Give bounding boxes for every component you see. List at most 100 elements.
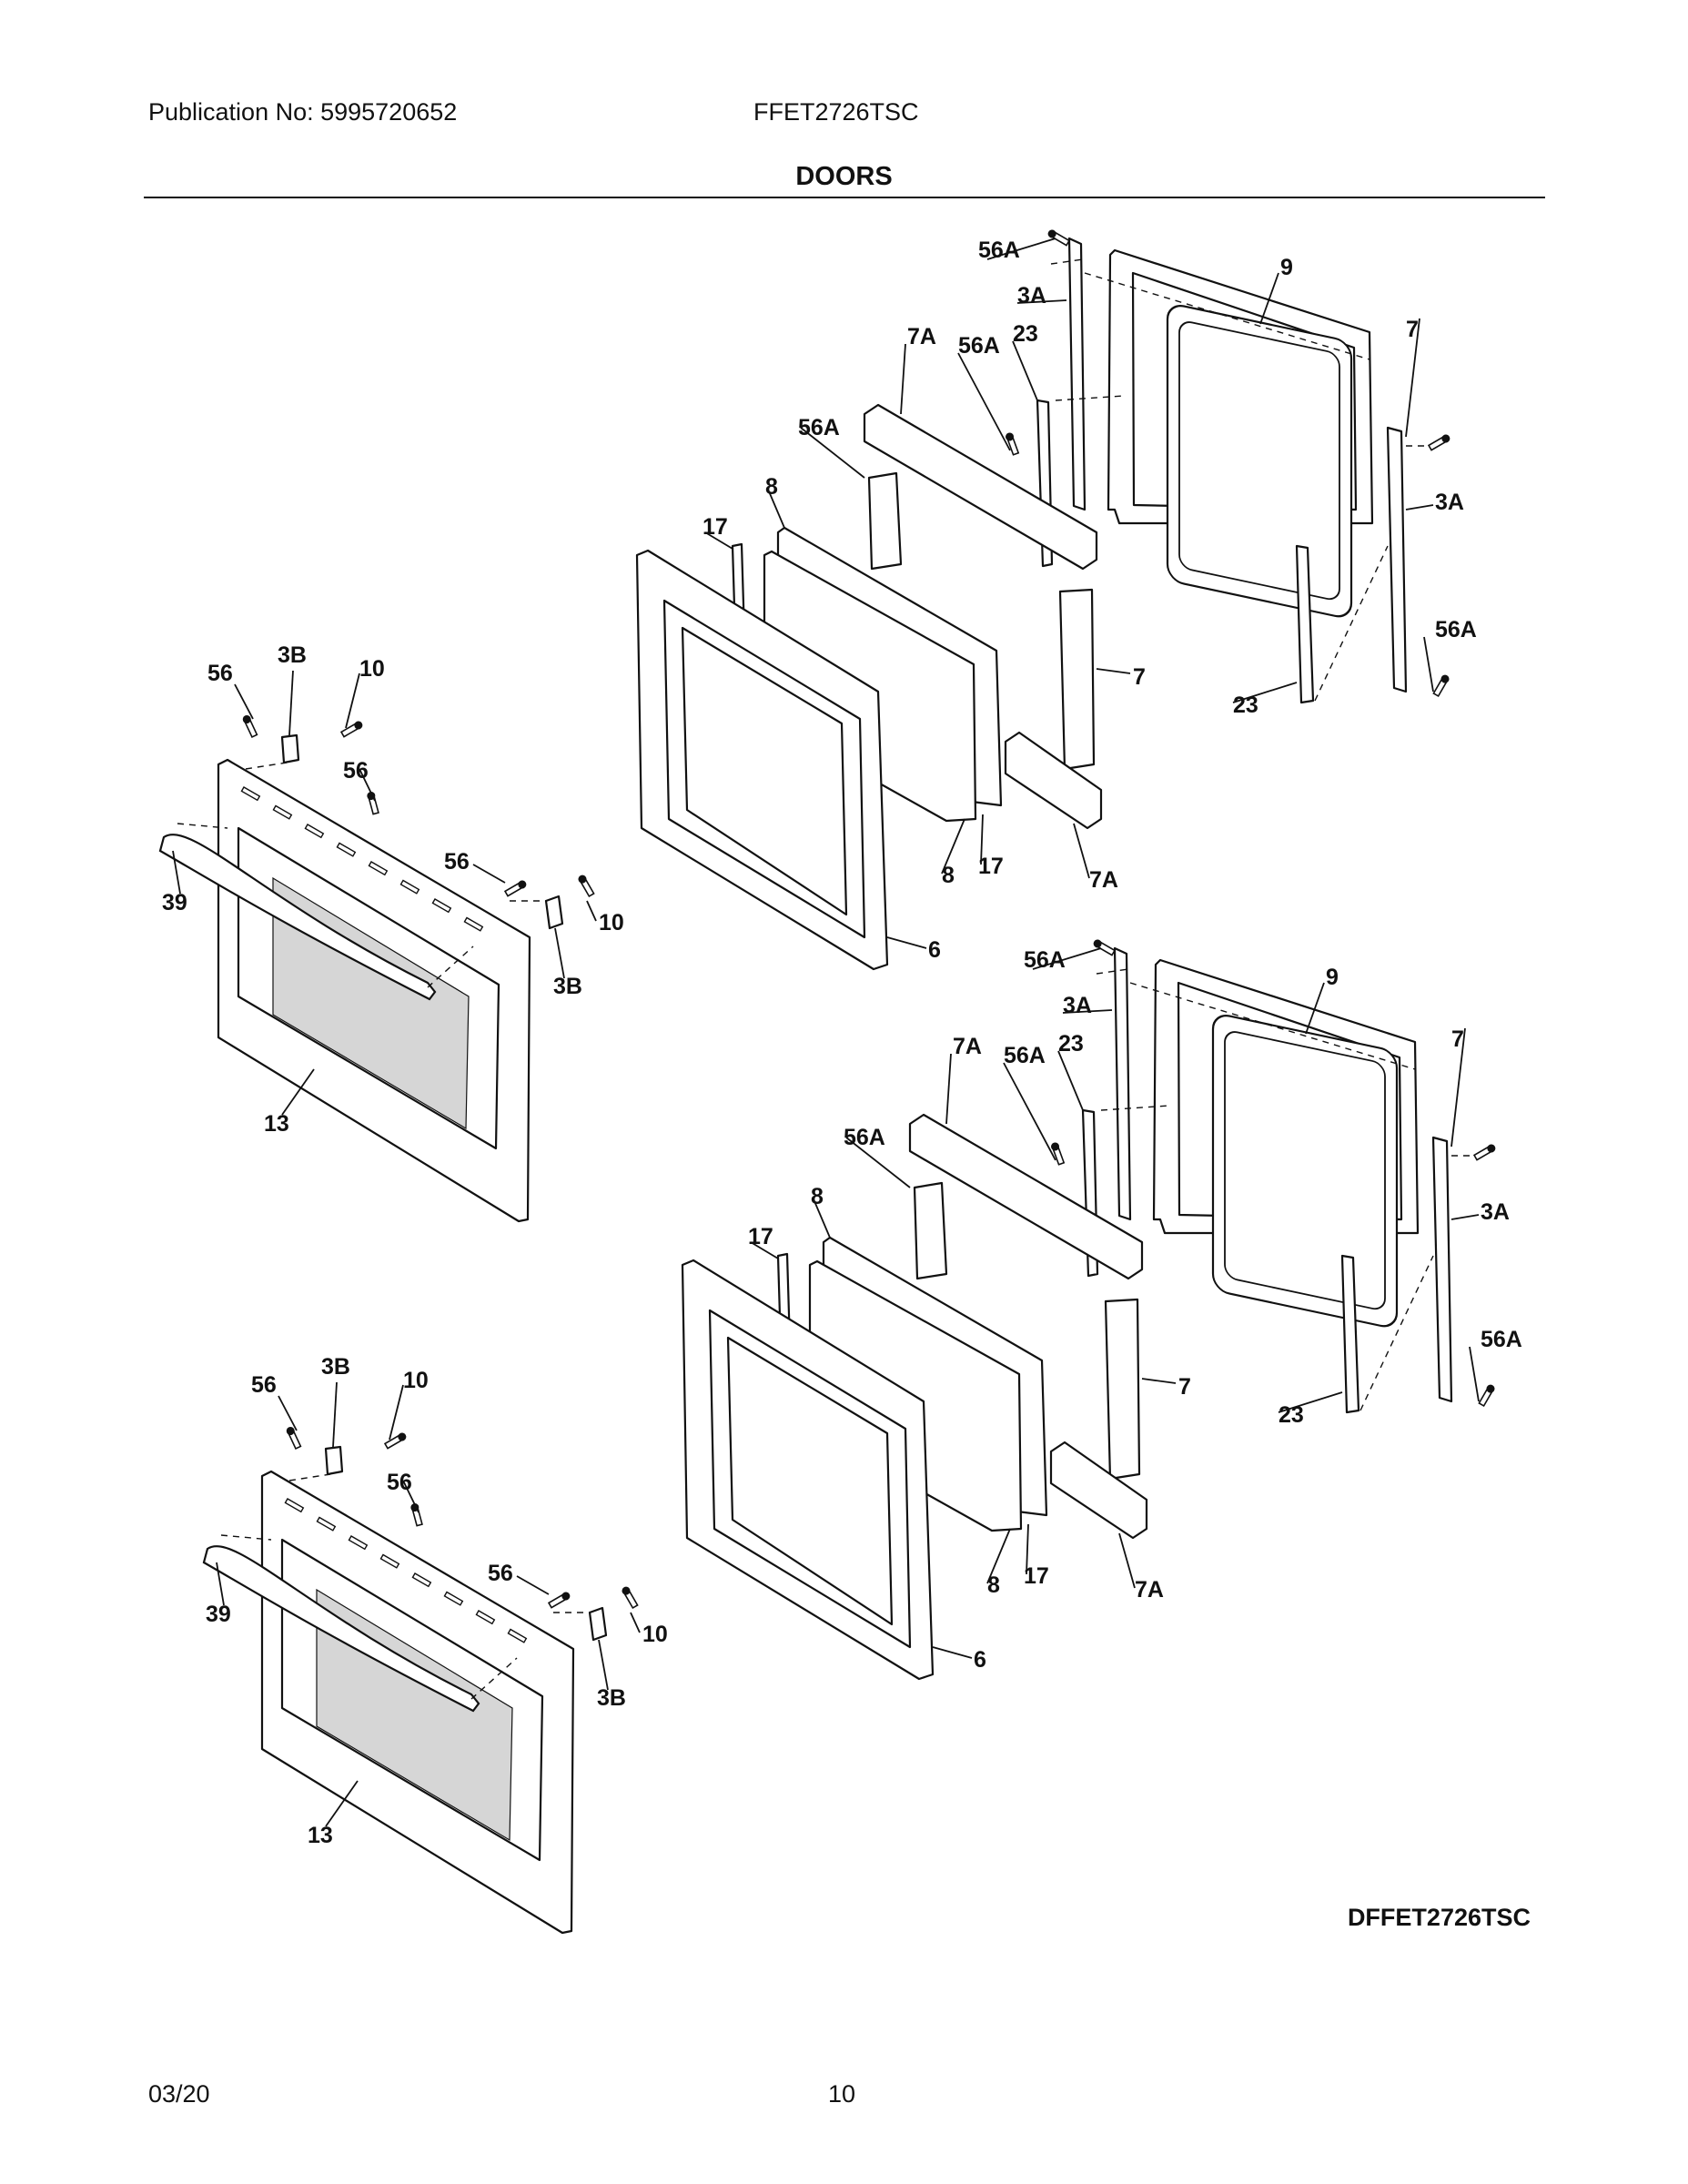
screw bbox=[1427, 434, 1450, 451]
alignment-line bbox=[1084, 272, 1370, 360]
part-label: 3B bbox=[597, 1685, 626, 1711]
leader-line bbox=[1278, 1391, 1343, 1413]
alignment-line bbox=[427, 945, 474, 988]
alignment-line bbox=[1050, 258, 1084, 265]
leader-line bbox=[1469, 1346, 1480, 1402]
screw-head bbox=[1440, 674, 1450, 683]
trim-bracket-left bbox=[324, 1445, 344, 1476]
alignment-line bbox=[245, 762, 288, 770]
alignment-line bbox=[220, 1534, 272, 1541]
leader-line bbox=[1259, 272, 1279, 325]
trim-bracket-left bbox=[280, 733, 300, 764]
alignment-line bbox=[288, 1473, 331, 1481]
part-label: 7 bbox=[1451, 1026, 1464, 1052]
part-label: 56A bbox=[1481, 1327, 1522, 1352]
part-label: 56 bbox=[343, 758, 369, 784]
screw bbox=[503, 880, 527, 897]
hinge-channel-right bbox=[1431, 1136, 1453, 1403]
door-liner bbox=[681, 1259, 935, 1681]
part-label: 10 bbox=[403, 1368, 429, 1393]
screw-head bbox=[518, 880, 527, 889]
inner-window-opening bbox=[1166, 305, 1353, 618]
part-label: 56A bbox=[1024, 947, 1066, 973]
part-label: 10 bbox=[642, 1622, 668, 1647]
screw-head bbox=[1486, 1384, 1495, 1393]
leader-line bbox=[598, 1639, 609, 1691]
vent-slot bbox=[368, 861, 389, 876]
part-label: 6 bbox=[974, 1647, 986, 1673]
screw bbox=[1478, 1384, 1495, 1408]
part-label: 8 bbox=[765, 474, 778, 500]
screw bbox=[383, 1432, 407, 1450]
leader-line bbox=[957, 352, 1011, 451]
hinge-channel-left bbox=[1113, 946, 1132, 1221]
leader-line bbox=[768, 490, 785, 529]
part-label: 17 bbox=[1024, 1563, 1049, 1589]
leader-line bbox=[402, 1480, 419, 1513]
leader-line bbox=[1073, 823, 1090, 879]
screw-head bbox=[1047, 229, 1056, 238]
part-label: 56 bbox=[207, 661, 233, 686]
part-label: 23 bbox=[1013, 321, 1038, 347]
screw-head bbox=[242, 714, 251, 723]
leader-line bbox=[234, 683, 254, 720]
door-liner bbox=[635, 549, 889, 971]
vent-slot bbox=[411, 1572, 432, 1588]
model-number: FFET2726TSC bbox=[753, 98, 919, 126]
leader-line bbox=[281, 1068, 315, 1116]
alignment-line bbox=[1359, 1255, 1434, 1411]
part-label: 17 bbox=[978, 854, 1004, 879]
part-label: 56A bbox=[1435, 617, 1477, 642]
alignment-line bbox=[177, 823, 228, 829]
leader-line bbox=[986, 238, 1056, 260]
leader-line bbox=[1016, 299, 1067, 304]
inner-window-lip bbox=[1178, 321, 1340, 601]
vent-slot bbox=[284, 1498, 305, 1513]
leader-line bbox=[845, 1137, 911, 1188]
door-liner-inner-lip bbox=[681, 626, 848, 916]
part-label: 7 bbox=[1406, 317, 1419, 342]
part-label: 39 bbox=[162, 890, 187, 915]
vent-slot bbox=[336, 842, 357, 857]
leader-line bbox=[941, 818, 965, 875]
part-label: 10 bbox=[599, 910, 624, 935]
screw bbox=[1432, 674, 1450, 698]
alignment-line bbox=[470, 1657, 518, 1700]
inner-window-opening bbox=[1211, 1015, 1399, 1328]
leader-line bbox=[1057, 1050, 1084, 1111]
screw-head bbox=[1006, 432, 1015, 441]
leader-line bbox=[1450, 1027, 1466, 1148]
insulation-block-right bbox=[1058, 588, 1096, 771]
insulation-strip-top bbox=[863, 403, 1098, 571]
leader-line bbox=[325, 1780, 359, 1827]
leader-line bbox=[1405, 318, 1420, 438]
leader-line bbox=[1062, 1009, 1113, 1014]
vent-slot bbox=[304, 824, 325, 839]
door-liner-inner-lip bbox=[726, 1336, 894, 1626]
trim-bracket-right bbox=[544, 895, 564, 930]
screw bbox=[578, 875, 595, 898]
leader-line bbox=[1405, 504, 1434, 511]
leader-line bbox=[945, 1053, 952, 1125]
screw bbox=[286, 1426, 302, 1450]
part-label: 9 bbox=[1326, 965, 1339, 990]
part-label: 7A bbox=[907, 324, 936, 349]
part-label: 3B bbox=[553, 974, 582, 999]
door-handle bbox=[202, 1545, 480, 1713]
diagram-code: DFFET2726TSC bbox=[1347, 1904, 1531, 1931]
insulation-block-left bbox=[913, 1181, 948, 1280]
leader-line bbox=[1118, 1532, 1136, 1589]
hinge-channel-left bbox=[1067, 237, 1087, 511]
screw-head bbox=[1093, 939, 1102, 948]
inner-window-lip bbox=[1224, 1031, 1386, 1310]
vent-slot bbox=[475, 1610, 496, 1625]
leader-line bbox=[630, 1612, 641, 1633]
insulation-block-right bbox=[1104, 1298, 1141, 1481]
leader-line bbox=[1141, 1378, 1177, 1384]
part-label: 7A bbox=[1135, 1577, 1164, 1603]
part-label: 10 bbox=[359, 656, 385, 682]
part-label: 3A bbox=[1063, 993, 1092, 1018]
screw bbox=[242, 714, 258, 738]
screw-head bbox=[622, 1586, 631, 1595]
